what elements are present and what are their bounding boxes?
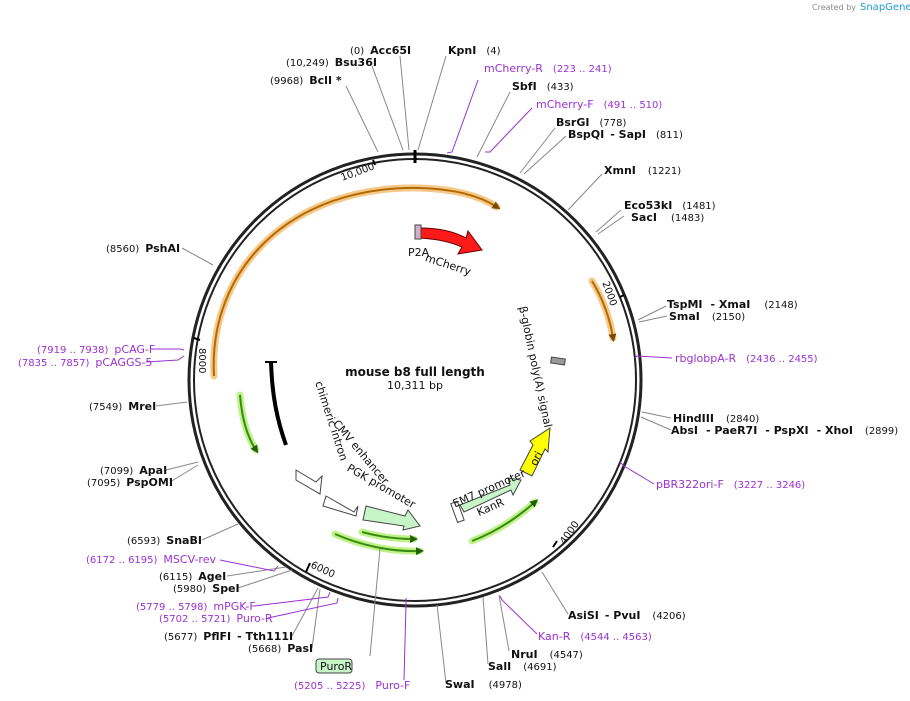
orf-arc-right [588, 277, 617, 342]
green-arc-bottom-2 [358, 528, 418, 543]
p2a-box [414, 224, 422, 240]
chimeric-intron-arc [269, 361, 288, 446]
tick-label-6000: 6000 [309, 560, 337, 581]
tick-mark-8000 [193, 337, 201, 341]
enzyme-eco53ki[interactable]: Eco53kI(1481) [624, 199, 716, 212]
primer-pcag-f[interactable]: (7919 .. 7938)pCAG-F [37, 343, 155, 356]
tick-mark-6000 [305, 562, 311, 573]
enzyme-bsu36i[interactable]: (10,249)Bsu36I [286, 56, 377, 69]
primer-puro-r[interactable]: (5702 .. 5721)Puro-R [159, 612, 273, 625]
tick-mark-10000 [372, 159, 376, 166]
tick-mark-4000 [552, 540, 558, 548]
enzyme-pshai[interactable]: (8560)PshAI [106, 242, 180, 255]
enzyme-tspmi-xmai[interactable]: TspMI- XmaI(2148) [667, 298, 798, 311]
chimeric-intron-label: chimeric intron [312, 380, 350, 463]
ori-feature [519, 427, 551, 477]
enzyme-apai[interactable]: (7099)ApaI [100, 464, 167, 477]
tick-label-8000: 8000 [196, 348, 207, 373]
orf-arc-top [210, 184, 501, 380]
mcherry-label: mCherry [424, 251, 474, 278]
primer-pbr322ori-f[interactable]: pBR322ori-F(3227 .. 3246) [656, 478, 805, 491]
enzyme-bspqi-sapi[interactable]: BspQI- SapI(811) [568, 128, 683, 141]
p2a-label: P2A [408, 246, 430, 259]
primer-leaders [145, 79, 673, 681]
ori-label: ori [527, 449, 545, 468]
enzyme-swai[interactable]: SwaI(4978) [445, 678, 522, 691]
enzyme-snabi[interactable]: (6593)SnaBI [127, 534, 202, 547]
bglobin-label: β-globin poly(A) signal [516, 305, 554, 429]
enzyme-pflfi-tth111i[interactable]: (5677)PflFI- Tth111I [164, 630, 293, 643]
kanr-feature [459, 477, 522, 513]
credit-text: Created by [812, 3, 856, 12]
puror-label: PuroR [320, 660, 352, 673]
enzyme-kpni[interactable]: KpnI(4) [448, 44, 501, 57]
enzyme-mrei[interactable]: (7549)MreI [89, 400, 156, 413]
plasmid-name: mouse b8 full length [345, 365, 485, 379]
cmv-enhancer-box [295, 469, 323, 495]
snapgene-logo: SnapGene [860, 2, 910, 13]
cmv-promoter-box [322, 495, 359, 517]
mcherry-feature [414, 224, 483, 255]
enzyme-agei[interactable]: (6115)AgeI [159, 570, 226, 583]
pgk-promoter-feature [362, 505, 421, 531]
enzyme-leaders [155, 55, 672, 684]
enzyme-bsrgi[interactable]: BsrGI(778) [556, 116, 626, 129]
puror-leader [369, 548, 381, 657]
green-arc-bottom-1 [331, 530, 424, 556]
enzyme-pspomi[interactable]: (7095)PspOMI [87, 476, 173, 489]
enzyme-bcli[interactable]: (9968)BclI * [270, 74, 342, 87]
em7-promoter-box [450, 500, 465, 524]
enzyme-xmni[interactable]: XmnI(1221) [604, 164, 681, 177]
green-arc-right-bottom [468, 498, 539, 545]
primer-mscv-rev[interactable]: (6172 .. 6195)MSCV-rev [86, 553, 216, 566]
enzyme-asisi-pvui[interactable]: AsiSI- PvuI(4206) [568, 609, 686, 622]
plasmid-size: 10,311 bp [387, 379, 443, 392]
primer-mcherry-f[interactable]: mCherry-F(491 .. 510) [536, 98, 662, 111]
primer-rbglobpa-r[interactable]: rbglobpA-R(2436 .. 2455) [675, 352, 818, 365]
green-arc-left [236, 391, 260, 454]
tick-mark-2000 [619, 294, 625, 298]
primer-kan-r[interactable]: Kan-R(4544 .. 4563) [538, 630, 652, 643]
enzyme-pasi[interactable]: (5668)PasI [248, 642, 313, 655]
enzyme-absi-xhoi[interactable]: AbsI- PaeR7I- PspXI- XhoI(2899) [671, 424, 898, 437]
enzyme-saci[interactable]: SacI(1483) [631, 211, 704, 224]
enzyme-nrui[interactable]: NruI(4547) [511, 648, 583, 661]
enzyme-sali[interactable]: SalI(4691) [488, 660, 557, 673]
enzyme-smai[interactable]: SmaI(2150) [669, 310, 745, 323]
primer-pcaggs-5[interactable]: (7835 .. 7857)pCAGGS-5 [18, 356, 152, 369]
primer-mcherry-r[interactable]: mCherry-R(223 .. 241) [484, 62, 612, 75]
enzyme-spei[interactable]: (5980)SpeI [173, 582, 240, 595]
bglobin-box [550, 356, 566, 366]
primer-puro-f[interactable]: (5205 .. 5225)Puro-F [294, 679, 410, 692]
enzyme-hindiii[interactable]: HindIII(2840) [673, 412, 759, 425]
enzyme-sbfi[interactable]: SbfI(433) [512, 80, 574, 93]
primer-mpgk-f[interactable]: (5779 .. 5798)mPGK-F [136, 600, 256, 613]
puror-box [315, 658, 353, 674]
enzyme-acc65i[interactable]: (0)Acc65I [350, 44, 411, 57]
tick-label-4000: 4000 [558, 519, 582, 546]
